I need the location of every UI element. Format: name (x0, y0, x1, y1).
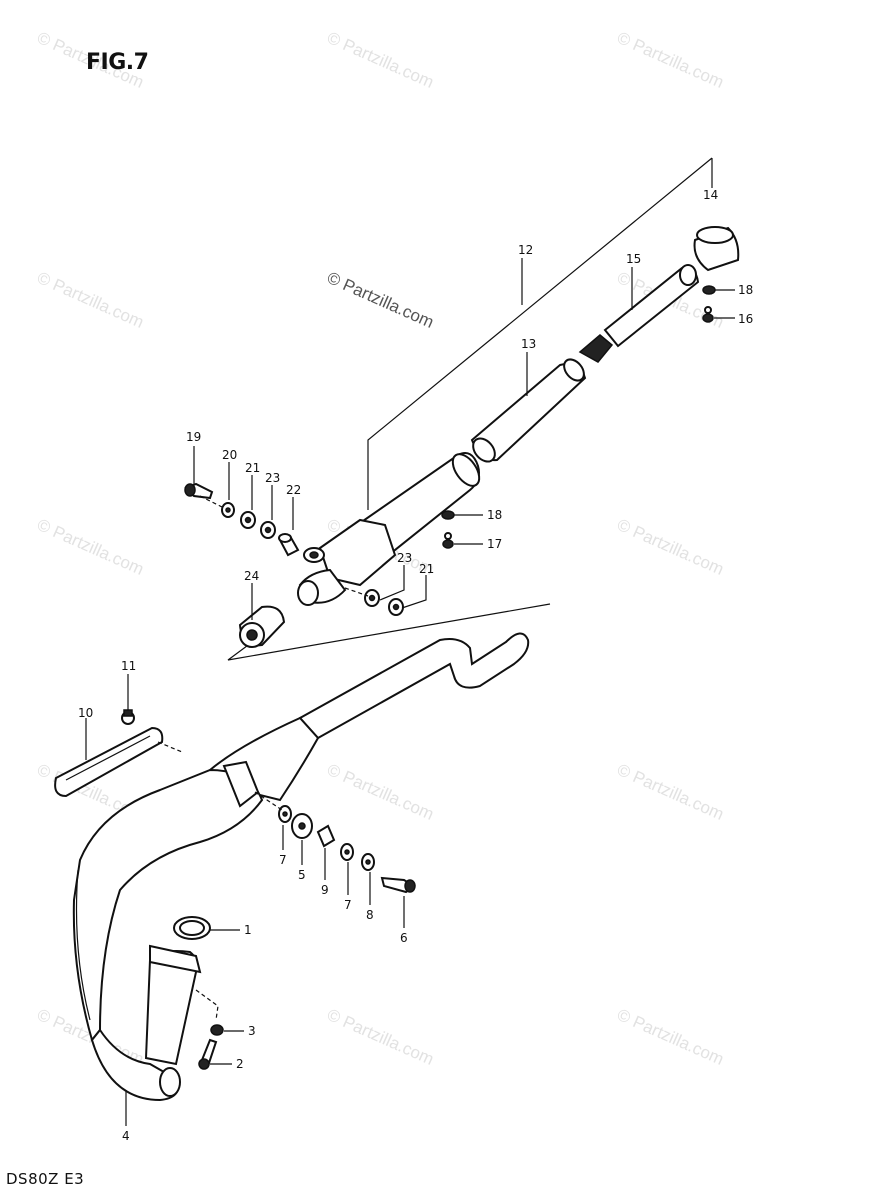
figure-title: FIG.7 (86, 50, 149, 75)
part-label-3: 3 (248, 1024, 256, 1038)
collar-22 (278, 533, 300, 557)
washer-20 (221, 502, 235, 518)
part-label-10: 10 (78, 706, 93, 720)
part-label-4: 4 (122, 1129, 130, 1143)
part-label-21-top: 21 (245, 461, 260, 475)
part-label-23-top: 23 (265, 471, 280, 485)
part-label-18-mid: 18 (487, 508, 502, 522)
part-label-24: 24 (244, 569, 259, 583)
part-label-9: 9 (321, 883, 329, 897)
bolt-6 (380, 876, 416, 894)
part-label-8: 8 (366, 908, 374, 922)
assembly-line (195, 989, 219, 1021)
part-label-2: 2 (236, 1057, 244, 1071)
part-label-16: 16 (738, 312, 753, 326)
part-label-21-bottom: 21 (419, 562, 434, 576)
washer-7-a (278, 805, 292, 823)
assembly-line (254, 791, 283, 811)
inner-pipe (470, 358, 587, 463)
exhaust-chamber (72, 632, 530, 1102)
group-bracket-line (367, 157, 713, 510)
part-label-23-bottom: 23 (397, 551, 412, 565)
part-label-13: 13 (521, 337, 536, 351)
nut-18-top (702, 285, 716, 295)
part-label-22: 22 (286, 483, 301, 497)
part-label-14: 14 (703, 188, 718, 202)
assembly-line (157, 741, 183, 753)
washer-21-top (240, 511, 256, 529)
mount-bracket (222, 760, 260, 808)
assembly-line (199, 495, 225, 509)
part-label-17: 17 (487, 537, 502, 551)
spring-plate (54, 726, 164, 798)
gasket (173, 916, 211, 940)
part-label-20: 20 (222, 448, 237, 462)
part-label-7-a: 7 (279, 853, 287, 867)
washer-23-top (260, 521, 276, 539)
part-label-19: 19 (186, 430, 201, 444)
part-label-11: 11 (121, 659, 136, 673)
part-label-5: 5 (298, 868, 306, 882)
bolt-19 (184, 482, 214, 500)
collar-9 (316, 824, 336, 848)
rubber-5 (291, 813, 313, 839)
bolt-17 (442, 532, 454, 549)
silencer-body (297, 452, 481, 606)
tail-pipe (578, 264, 700, 363)
bolt-11 (121, 709, 135, 725)
part-label-6: 6 (400, 931, 408, 945)
rubber-mount (238, 605, 286, 648)
washer-23-bottom (364, 589, 380, 607)
nut-18-mid (441, 510, 455, 520)
washer-21-bottom (388, 598, 404, 616)
footer-model-code: DS80Z E3 (6, 1170, 85, 1188)
end-cap (693, 226, 740, 272)
washer-8 (361, 853, 375, 871)
part-label-7-b: 7 (344, 898, 352, 912)
flange-pipe (144, 944, 202, 1066)
part-label-18-top: 18 (738, 283, 753, 297)
group-bracket-line (227, 603, 551, 661)
part-label-1: 1 (244, 923, 252, 937)
nut-3 (210, 1024, 224, 1036)
part-label-15: 15 (626, 252, 641, 266)
washer-7-b (340, 843, 354, 861)
callout-leaders (85, 258, 735, 1126)
part-label-12: 12 (518, 243, 533, 257)
bolt-2 (198, 1038, 218, 1070)
bolt-16 (702, 306, 714, 323)
